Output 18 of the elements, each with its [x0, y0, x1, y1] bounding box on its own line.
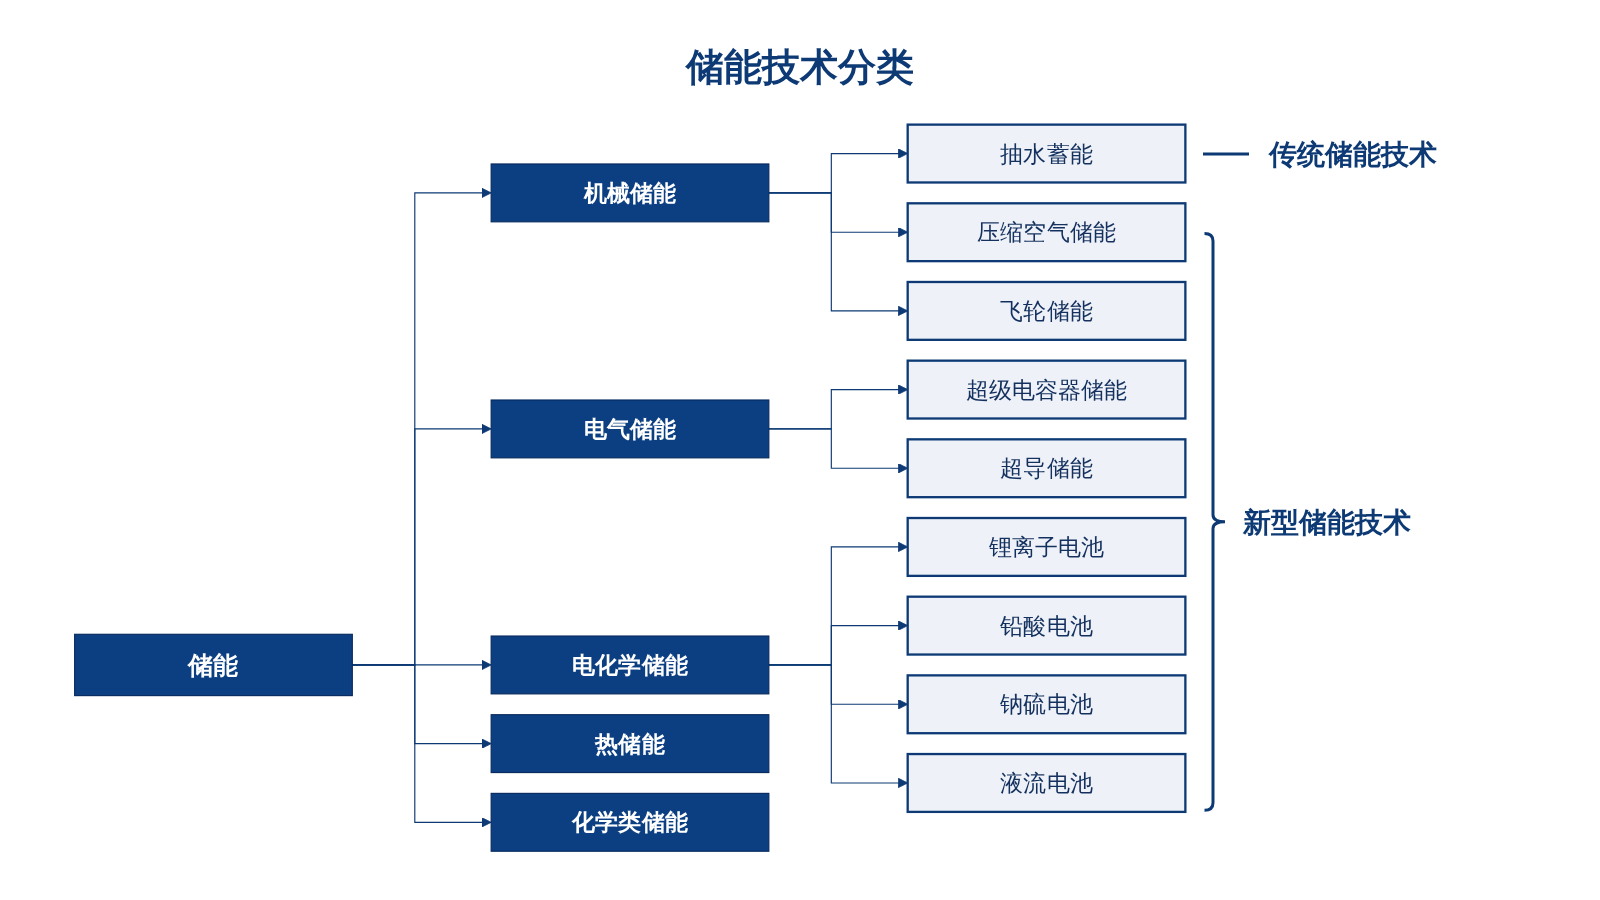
node-box: 储能: [74, 633, 353, 697]
category-label: 传统储能技术: [1269, 136, 1438, 173]
node-box: 压缩空气储能: [906, 202, 1187, 263]
diagram-title: 储能技术分类: [686, 45, 914, 89]
node-box: 机械储能: [490, 163, 770, 223]
node-box: 锂离子电池: [906, 516, 1187, 577]
node-box: 超级电容器储能: [906, 359, 1187, 420]
category-label: 新型储能技术: [1243, 505, 1412, 542]
node-box: 电化学储能: [490, 635, 770, 695]
node-box: 铅酸电池: [906, 595, 1187, 656]
node-box: 飞轮储能: [906, 280, 1187, 341]
node-box: 抽水蓄能: [906, 123, 1187, 184]
node-box: 超导储能: [906, 438, 1187, 499]
node-box: 电气储能: [490, 399, 770, 459]
node-box: 钠硫电池: [906, 674, 1187, 735]
node-box: 液流电池: [906, 752, 1187, 814]
node-box: 热储能: [490, 714, 770, 774]
node-box: 化学类储能: [490, 792, 770, 852]
